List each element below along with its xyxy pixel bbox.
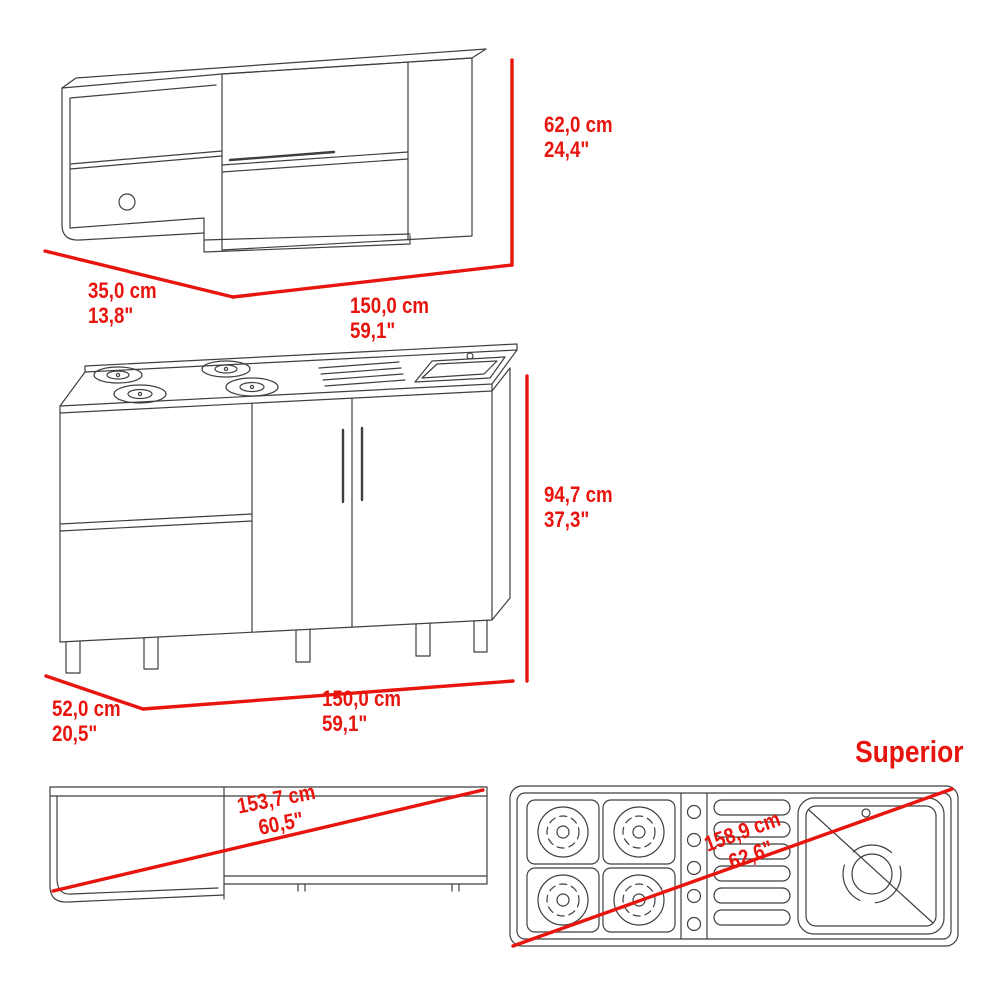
- sink-top: [414, 352, 506, 383]
- cabinet-legs: [65, 619, 488, 674]
- cooktop-burners: [93, 360, 279, 404]
- drain-knob: [851, 853, 893, 895]
- base-depth-label: 52,0 cm 20,5": [52, 696, 121, 746]
- top-view-drawing: [509, 785, 959, 947]
- burner: [613, 806, 665, 858]
- dimension-in: 37,3": [544, 507, 590, 532]
- base-depth-dim-line: [44, 674, 145, 711]
- dimension-in: 20,5": [52, 721, 98, 746]
- dimension-in: 13,8": [88, 303, 134, 328]
- base-width-label: 150,0 cm 59,1": [322, 686, 401, 736]
- burner: [613, 874, 665, 926]
- burner: [537, 874, 589, 926]
- dimension-cm: 52,0 cm: [52, 696, 121, 721]
- wall-depth-label: 35,0 cm 13,8": [88, 278, 157, 328]
- wall-depth-dim-line: [43, 249, 235, 299]
- dimension-cm: 150,0 cm: [350, 293, 430, 318]
- dimension-cm: 150,0 cm: [322, 686, 402, 711]
- top-diagonal-dim-line: [511, 787, 954, 948]
- cable-hole: [118, 193, 136, 211]
- top-view-title: Superior: [854, 734, 963, 769]
- dimension-in: 24,4": [544, 137, 590, 162]
- burner: [537, 806, 589, 858]
- dimension-in: 59,1": [350, 318, 396, 343]
- wall-width-label: 150,0 cm 59,1": [350, 293, 429, 343]
- wall-cabinet-drawing: [61, 48, 487, 253]
- base-cabinet-drawing: [59, 343, 518, 674]
- dimension-cm: 94,7 cm: [544, 482, 613, 507]
- faucet-hole: [861, 808, 871, 818]
- door-handle: [228, 150, 336, 162]
- dimension-cm: 62,0 cm: [544, 112, 613, 137]
- sink-basin: [797, 797, 945, 935]
- wall-height-label: 62,0 cm 24,4": [544, 112, 613, 162]
- front-diagonal-dim-line: [51, 788, 485, 893]
- wall-width-dim-line: [231, 263, 514, 299]
- dimension-cm: 35,0 cm: [88, 278, 157, 303]
- control-knobs: [680, 792, 708, 940]
- front-view-drawing: [49, 786, 488, 903]
- cooktop-grates: [526, 799, 676, 933]
- drainer-grooves: [318, 361, 406, 387]
- base-height-label: 94,7 cm 37,3": [544, 482, 613, 532]
- dimension-in: 59,1": [322, 711, 368, 736]
- base-width-dim-line: [141, 679, 515, 711]
